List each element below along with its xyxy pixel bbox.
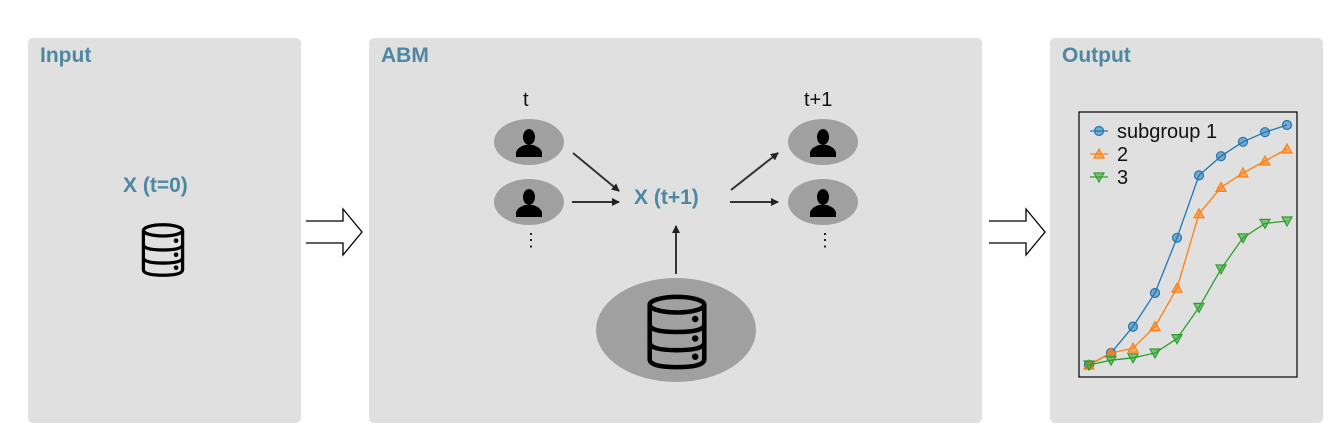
ellipsis-right: ⋮: [816, 230, 834, 250]
data-point: [1170, 334, 1184, 345]
chart-legend: subgroup 123: [1090, 121, 1217, 189]
data-point: [1127, 321, 1139, 332]
data-point: [1170, 281, 1184, 293]
series-1: [1083, 119, 1293, 371]
series-line: [1088, 148, 1288, 366]
data-point: [1237, 136, 1249, 147]
data-point: [1214, 181, 1228, 192]
data-point: [1193, 170, 1205, 181]
legend-marker: [1092, 172, 1106, 184]
data-point: [1280, 142, 1294, 154]
data-point: [1258, 218, 1272, 230]
data-point: [1082, 360, 1096, 372]
flow-arrow-input-abm: [306, 207, 363, 257]
data-point: [1148, 320, 1162, 332]
ellipsis-left: ⋮: [522, 230, 540, 250]
abm-variable: X (t+1): [634, 186, 699, 209]
legend-label: 2: [1117, 144, 1128, 166]
series-3: [1082, 216, 1294, 372]
legend-marker: [1092, 147, 1106, 159]
input-title: Input: [40, 44, 92, 67]
data-point: [1258, 154, 1272, 166]
data-point: [1126, 353, 1140, 365]
data-point: [1192, 207, 1206, 219]
data-point: [1281, 119, 1293, 131]
flow-arrow-abm-output: [989, 207, 1046, 257]
arrows: [572, 152, 779, 274]
data-point: [1236, 233, 1250, 245]
output-panel: Output: [1050, 38, 1323, 423]
abm-title: ABM: [381, 44, 429, 67]
data-point: [1126, 341, 1140, 353]
legend-marker: [1093, 125, 1105, 137]
series-line: [1088, 124, 1288, 366]
input-variable: X (t=0): [123, 174, 188, 197]
data-point: [1236, 166, 1250, 178]
data-point: [1149, 287, 1161, 299]
data-point: [1104, 355, 1118, 367]
chart-frame: [1078, 111, 1298, 378]
data-point: [1148, 348, 1162, 360]
time-t1-label: t+1: [804, 89, 833, 111]
time-t-label: t: [523, 89, 529, 111]
data-point: [1192, 302, 1206, 314]
data-point: [1259, 127, 1271, 138]
data-point: [1214, 264, 1228, 276]
data-point: [1215, 151, 1227, 162]
data-point: [1171, 232, 1183, 243]
legend-label: subgroup 1: [1117, 121, 1217, 143]
input-panel: Input X (t=0): [28, 38, 301, 423]
legend-label: 3: [1117, 167, 1128, 189]
series-line: [1088, 220, 1288, 366]
data-point: [1280, 216, 1294, 228]
series-2: [1082, 142, 1294, 370]
output-title: Output: [1062, 44, 1131, 67]
